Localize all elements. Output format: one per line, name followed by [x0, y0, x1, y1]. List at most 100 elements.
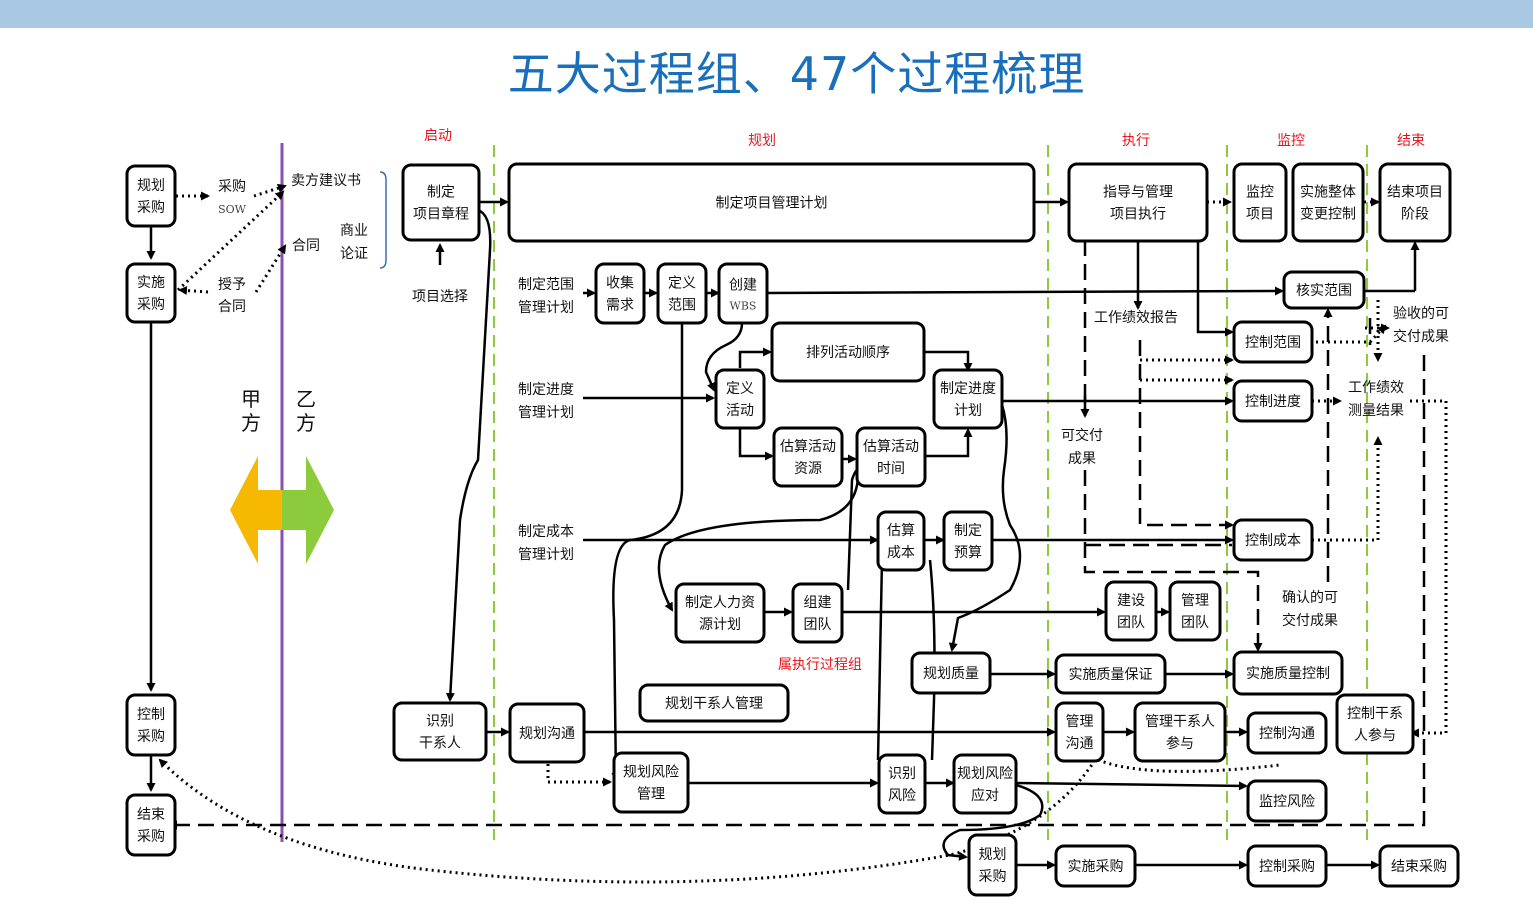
box-perform-qc: 实施质量控制 [1232, 650, 1344, 696]
label-contract: 合同 [218, 299, 246, 315]
box-develop-team-frame [1104, 580, 1158, 642]
box-control-procurement-label: 控制 [137, 707, 165, 723]
box-plan-risk-response-label: 规划风险 [957, 766, 1013, 782]
phase-close: 结束 [1397, 133, 1425, 149]
box-sequence-activities: 排列活动顺序 [770, 321, 926, 383]
box-collect-requirements-label: 需求 [606, 298, 634, 314]
box-plan-procurement-label: 规划 [137, 178, 165, 194]
box-develop-charter-frame [401, 163, 481, 242]
label-verified-deliverables-2: 交付成果 [1282, 612, 1338, 629]
box-estimate-durations-label: 时间 [877, 461, 905, 477]
box-plan-stakeholder-label: 规划干系人管理 [665, 696, 763, 712]
box-close-procurement-2-frame [1378, 844, 1460, 888]
box-manage-comm-label: 管理 [1066, 714, 1094, 730]
box-control-schedule-label: 控制进度 [1245, 394, 1301, 410]
box-close-phase-frame [1378, 162, 1452, 243]
box-create-wbs-frame [717, 262, 769, 325]
box-develop-schedule-frame [932, 368, 1004, 430]
box-define-scope-frame [656, 262, 708, 325]
box-integrated-change-label: 变更控制 [1300, 207, 1356, 223]
phase-exec: 执行 [1122, 133, 1150, 149]
box-plan-risk-response-frame [952, 753, 1018, 815]
label-contract2: 合同 [292, 238, 320, 254]
box-develop-charter-label: 项目章程 [413, 206, 469, 223]
box-identify-risks-label: 风险 [888, 788, 916, 804]
box-determine-budget-label: 预算 [954, 545, 982, 561]
box-identify-risks-frame [877, 753, 927, 815]
box-manage-stakeholder-label: 参与 [1166, 735, 1194, 752]
box-estimate-costs-label: 估算 [887, 523, 915, 539]
box-manage-stakeholder-label: 管理干系人 [1145, 714, 1215, 730]
box-control-comm-frame [1246, 711, 1328, 755]
box-identify-risks-label: 识别 [888, 766, 916, 782]
box-determine-budget-label: 制定 [954, 523, 982, 539]
box-identify-stakeholders-frame [392, 701, 488, 762]
box-monitor-project-label: 项目 [1246, 207, 1274, 223]
label-cost-plan-2: 管理计划 [518, 547, 574, 563]
box-monitor-risks-frame [1246, 779, 1328, 823]
box-close-phase-label: 阶段 [1401, 207, 1429, 223]
box-acquire-team-label: 组建 [804, 595, 832, 611]
box-monitor-project-frame [1232, 162, 1288, 243]
box-control-procurement-2: 控制采购 [1246, 844, 1328, 888]
party-a-char-1: 甲 [241, 387, 261, 411]
label-award: 授予 [218, 277, 246, 293]
box-develop-schedule-label: 计划 [954, 403, 982, 419]
label-scope-plan-1: 制定范围 [518, 276, 574, 293]
label-deliverables-2: 成果 [1068, 451, 1096, 467]
label-procure: 采购 [218, 179, 246, 195]
label-work-perf-measure-2: 测量结果 [1348, 403, 1404, 419]
box-develop-pm-plan: 制定项目管理计划 [507, 162, 1036, 243]
box-manage-comm-frame [1054, 701, 1105, 763]
label-work-perf-report: 工作绩效报告 [1094, 310, 1178, 326]
box-estimate-durations-frame [855, 426, 927, 488]
box-estimate-costs-label: 成本 [887, 545, 915, 561]
box-close-procurement-frame [125, 793, 177, 857]
box-estimate-costs-frame [876, 510, 926, 572]
box-develop-charter-label: 制定 [427, 185, 455, 201]
box-develop-pm-plan-label: 制定项目管理计划 [716, 196, 828, 212]
label-business: 商业 [340, 223, 368, 239]
box-estimate-durations-label: 估算活动 [863, 439, 919, 455]
box-control-scope: 控制范围 [1232, 320, 1314, 364]
box-control-schedule-frame [1232, 379, 1314, 423]
box-plan-procurement-2-label: 规划 [979, 847, 1007, 863]
box-close-procurement-label: 结束 [137, 807, 165, 823]
box-monitor-risks-label: 监控风险 [1259, 794, 1315, 810]
page-title: 五大过程组、47个过程梳理 [507, 47, 1086, 101]
box-direct-manage-label: 指导与管理 [1103, 185, 1173, 201]
arrow-left-icon [230, 456, 282, 564]
box-integrated-change-label: 实施整体 [1300, 185, 1356, 201]
box-determine-budget-frame [942, 510, 994, 572]
box-develop-pm-plan-frame [507, 162, 1036, 243]
box-validate-scope: 核实范围 [1282, 270, 1366, 310]
box-estimate-resources-label: 估算活动 [780, 439, 836, 455]
box-plan-procurement-label: 采购 [137, 200, 165, 216]
phase-start: 启动 [424, 128, 452, 144]
label-case: 论证 [340, 246, 368, 262]
label-project-selection: 项目选择 [412, 289, 468, 305]
box-plan-stakeholder-frame [638, 683, 790, 723]
box-plan-quality: 规划质量 [910, 651, 992, 695]
box-control-costs: 控制成本 [1232, 518, 1314, 562]
box-define-activities-label: 定义 [726, 381, 754, 397]
box-collect-requirements-frame [594, 262, 646, 325]
label-cost-plan-1: 制定成本 [518, 524, 574, 540]
box-plan-risk-label: 管理 [637, 787, 665, 803]
box-manage-team-frame [1168, 580, 1222, 642]
box-conduct-procurement-label: 采购 [137, 297, 165, 313]
box-conduct-procurement-frame [125, 262, 177, 324]
box-control-comm-label: 控制沟通 [1259, 726, 1315, 742]
box-close-procurement-2-label: 结束采购 [1391, 859, 1447, 875]
party-a-char-2: 方 [241, 411, 261, 435]
label-verified-deliverables-1: 确认的可 [1282, 590, 1338, 606]
